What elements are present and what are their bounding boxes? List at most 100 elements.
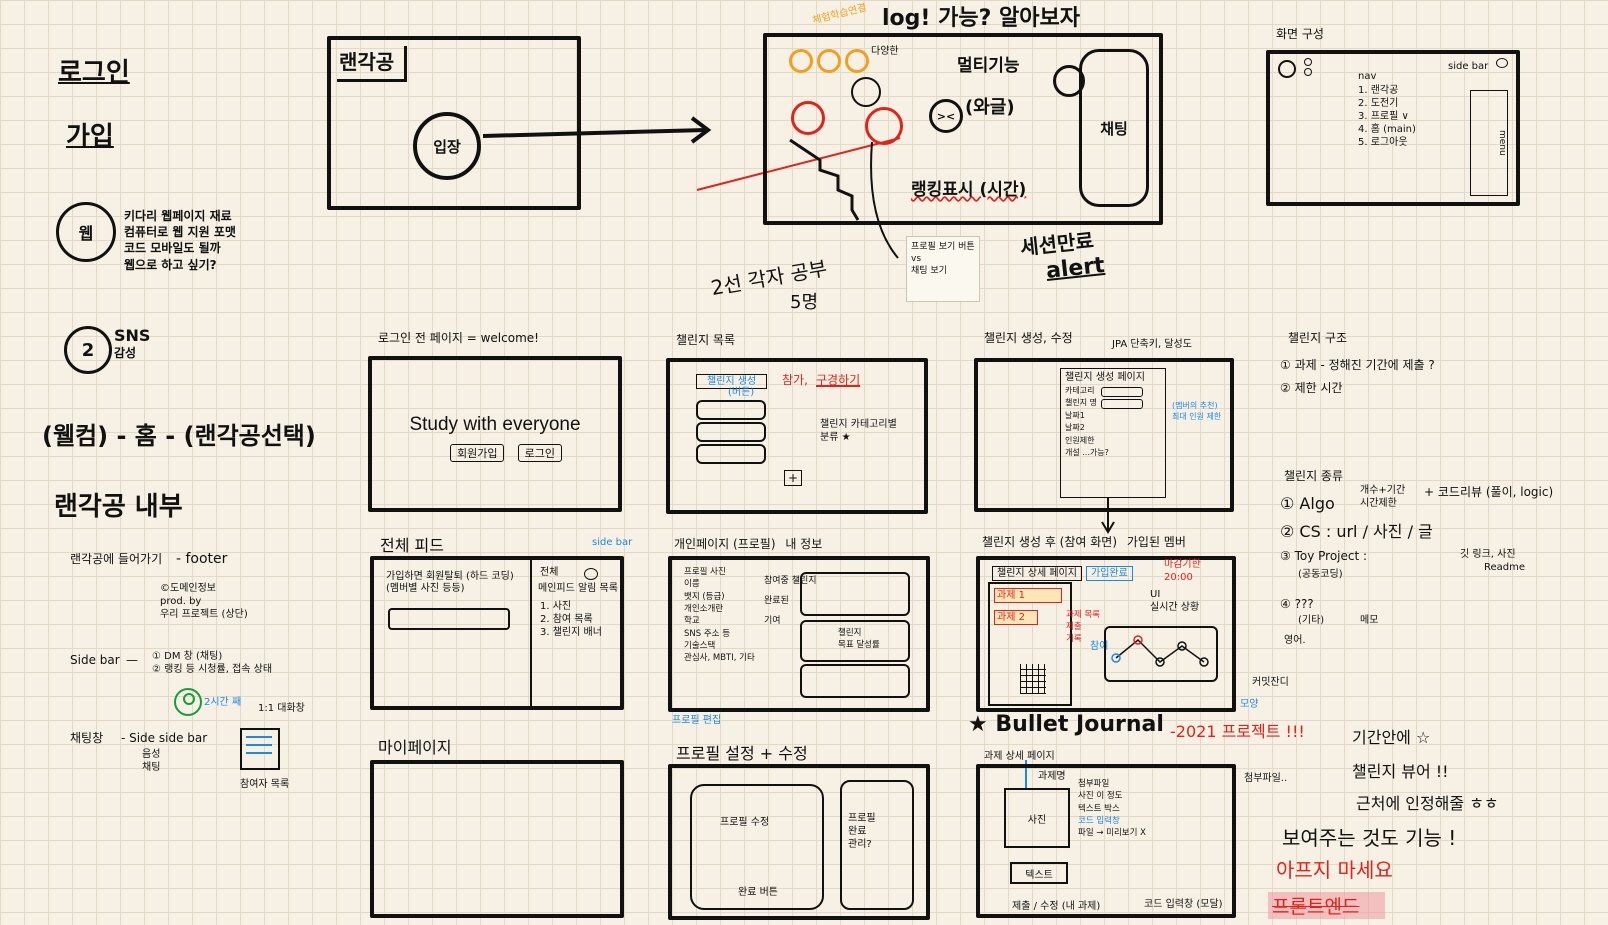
after-create-head-title: 챌린지 상세 페이지 [992,566,1082,581]
challenge-info-items: ① 과제 - 정해진 기간에 제출 ? ② 제한 시간 [1280,358,1435,395]
chat-sub: 음성 채팅 [142,749,161,773]
after-create-frame: 챌린지 상세 페이지 가입완료 마감기한 20:00 과제 1 과제 2 과제 … [976,556,1236,712]
member-graph-card [1104,626,1218,682]
profile-edit-form: 프로필 수정 완료 버튼 [690,784,824,910]
task-item[interactable]: 과제 2 [994,610,1038,625]
challenge-card[interactable] [696,400,766,420]
challenge-form-fields: 카테고리 챌린지 명 날짜1 날짜2 인원제한 개설 ...가능? [1065,386,1109,457]
post-input[interactable] [388,608,510,630]
attach-note: 첨부파일.. [1244,773,1288,784]
bulletin-right-title: 전체 [540,567,559,578]
user-icon-black [851,77,881,107]
after-create-label: 챌린지 생성 후 (참여 화면) 가입된 멤버 [982,535,1186,549]
profile-right-note: 챌린지 목표 달성률 [838,628,880,650]
etc-extra: 메모 [1360,615,1379,626]
toy-sub: (공동코딩) [1298,569,1343,580]
chat-window-note: 1:1 대화창 [258,703,305,714]
add-icon[interactable]: + [784,470,802,486]
join-label: 참가, [782,373,808,387]
bullet-journal-title: ★ Bullet Journal [968,712,1164,737]
browse-label[interactable]: 구경하기 [816,373,861,387]
room-select-frame: 랜각공 입장 [327,36,581,210]
task-detail-foot-right: 코드 입력창 (모달) [1144,899,1223,910]
grass-sub: 모양 [1240,699,1259,710]
challenge-progress-card[interactable] [800,572,910,616]
add-feed-icon[interactable] [584,568,598,580]
algo-extra: + 코드리뷰 (풀이, logic) [1424,485,1554,499]
chat-side-panel[interactable]: 채팅 [1079,49,1149,207]
challenge-card[interactable] [696,444,766,464]
nav-items: 1. 랜각공 2. 도전기 3. 프로필 ∨ 4. 홈 (main) 5. 로그… [1358,85,1416,148]
dot-icon-2 [1304,68,1312,76]
task-photo[interactable]: 사진 [1004,788,1070,848]
sidebar-note-label: Side bar [70,653,120,667]
bulletin-frame: 가입하면 회원탈퇴 (하드 코딩) (멤버별 사진 등등) 전체 메인피드 알림… [370,556,624,710]
login-button[interactable]: 로그인 [517,444,562,462]
challenge-create-note: JPA 단축키, 달성도 [1112,339,1192,350]
after-create-red-note: 과제 목록 제출 기록 [1066,610,1100,644]
after-create-wavy-note: UI 실시간 상황 [1150,589,1200,613]
challenge-info-label: 챌린지 구조 [1288,331,1348,345]
chat-list-note: 참여자 목록 [240,779,290,790]
right-note-5: 아프지 마세요 [1276,858,1393,882]
challenge-extra-card[interactable] [800,664,910,698]
welcome-headline: Study with everyone [409,414,581,435]
challenge-card[interactable] [696,422,766,442]
layout-frame: nav 1. 랜각공 2. 도전기 3. 프로필 ∨ 4. 홈 (main) 5… [1266,50,1520,206]
mypage-label: 마이페이지 [378,738,452,757]
algo-kind: ① Algo [1280,494,1335,513]
user-icon-orange-1 [789,49,813,73]
user-icon-face: >< [929,99,963,133]
room-top-note: log! 가능? 알아보자 [882,6,1080,31]
etc-kind: ④ ??? [1280,597,1314,611]
category-select[interactable] [1101,387,1143,397]
layout-side-bar-label: side bar [1448,61,1489,72]
bullet-journal-red: -2021 프로젝트 !!! [1170,722,1305,741]
algo-note: 개수+기간 시간제한 [1360,485,1406,509]
challenge-list-label: 챌린지 목록 [676,333,736,347]
create-challenge-button[interactable]: 챌린지 생성 [696,374,768,389]
bulletin-divider [530,560,532,706]
challenge-create-frame: 챌린지 생성 페이지 카테고리 챌린지 명 날짜1 날짜2 인원제한 개설 ..… [974,358,1234,512]
deadline-note: 마감기한 20:00 [1164,559,1201,583]
welcome-frame: Study with everyone 회원가입 로그인 [368,356,622,512]
enter-button[interactable]: 입장 [413,112,481,180]
multi-feature: 멀티기능 [957,56,1020,76]
joined-badge: 가입완료 [1086,566,1133,581]
logo-circle-icon [1278,60,1296,78]
profile-edit-frame: 프로필 수정 완료 버튼 프로필 완료 관리? [668,764,930,920]
welcome-buttons: 회원가입 로그인 [446,442,566,462]
profile-edit-bottom-note[interactable]: 완료 버튼 [738,887,778,898]
right-note-6: 프론트엔드 [1268,892,1386,919]
challenge-goal-card[interactable]: 챌린지 목표 달성률 [800,620,910,662]
name-input[interactable] [1101,399,1143,409]
etc-sub: (기타) [1298,615,1325,626]
profile-edit-left-note: 프로필 수정 [720,817,770,828]
right-note-1: 기간안에 ☆ [1352,728,1431,747]
ranking-label: 랭킹표시 (시간) [911,180,1027,200]
right-note-2: 챌린지 뷰어 !! [1352,762,1449,781]
task-text[interactable]: 텍스트 [1010,862,1068,884]
task-detail-footer: 제출 / 수정 (내 과제) [1012,901,1101,912]
grid-note-2: 5명 [790,292,819,313]
task-detail-frame: 과제명 사진 텍스트 첨부파일 사진 이 정도 텍스트 박스 코드 입력창 파일… [976,764,1236,918]
bulletin-notice: 가입하면 회원탈퇴 (하드 코딩) [386,571,514,582]
profile-left-items: 프로필 사진 이름 뱃지 (등급) 개인소개란 학교 SNS 주소 등 기술스택… [684,567,755,664]
bulletin-right-items: 1. 사진 2. 참여 목록 3. 챌린지 배너 [540,601,602,638]
profile-mid-items: 참여중 챌린지 완료된 기여 [764,576,817,626]
room-frame: 다양한 >< 멀티기능 (와글) 채팅 랭킹표시 (시간) [763,33,1163,225]
profile-edit-right-note: 프로필 완료 관리? [848,813,876,850]
bulletin-label: 전체 피드 [380,536,444,555]
create-challenge-sub: (버튼) [728,387,755,398]
task-item[interactable]: 과제 1 [994,588,1062,603]
challenge-kinds-label: 챌린지 종류 [1284,469,1344,483]
web-note: 키다리 웹페이지 재료 컴퓨터로 웹 지원 포맷 코드 모바일도 될까 웹으로 … [124,209,236,272]
profile-page-frame: 프로필 사진 이름 뱃지 (등급) 개인소개란 학교 SNS 주소 등 기술스택… [668,556,930,712]
inside-title: 랜각공 내부 [54,492,183,522]
task-detail-label: 과제 상세 페이지 [984,751,1055,762]
profile-tooltip: 프로필 보기 버튼 vs 채팅 보기 [906,236,980,302]
signup-button[interactable]: 회원가입 [450,444,505,462]
chat-note: 채팅창 - Side side bar [70,731,208,745]
profile-page-label: 개인페이지 (프로필) 내 정보 [674,537,823,551]
